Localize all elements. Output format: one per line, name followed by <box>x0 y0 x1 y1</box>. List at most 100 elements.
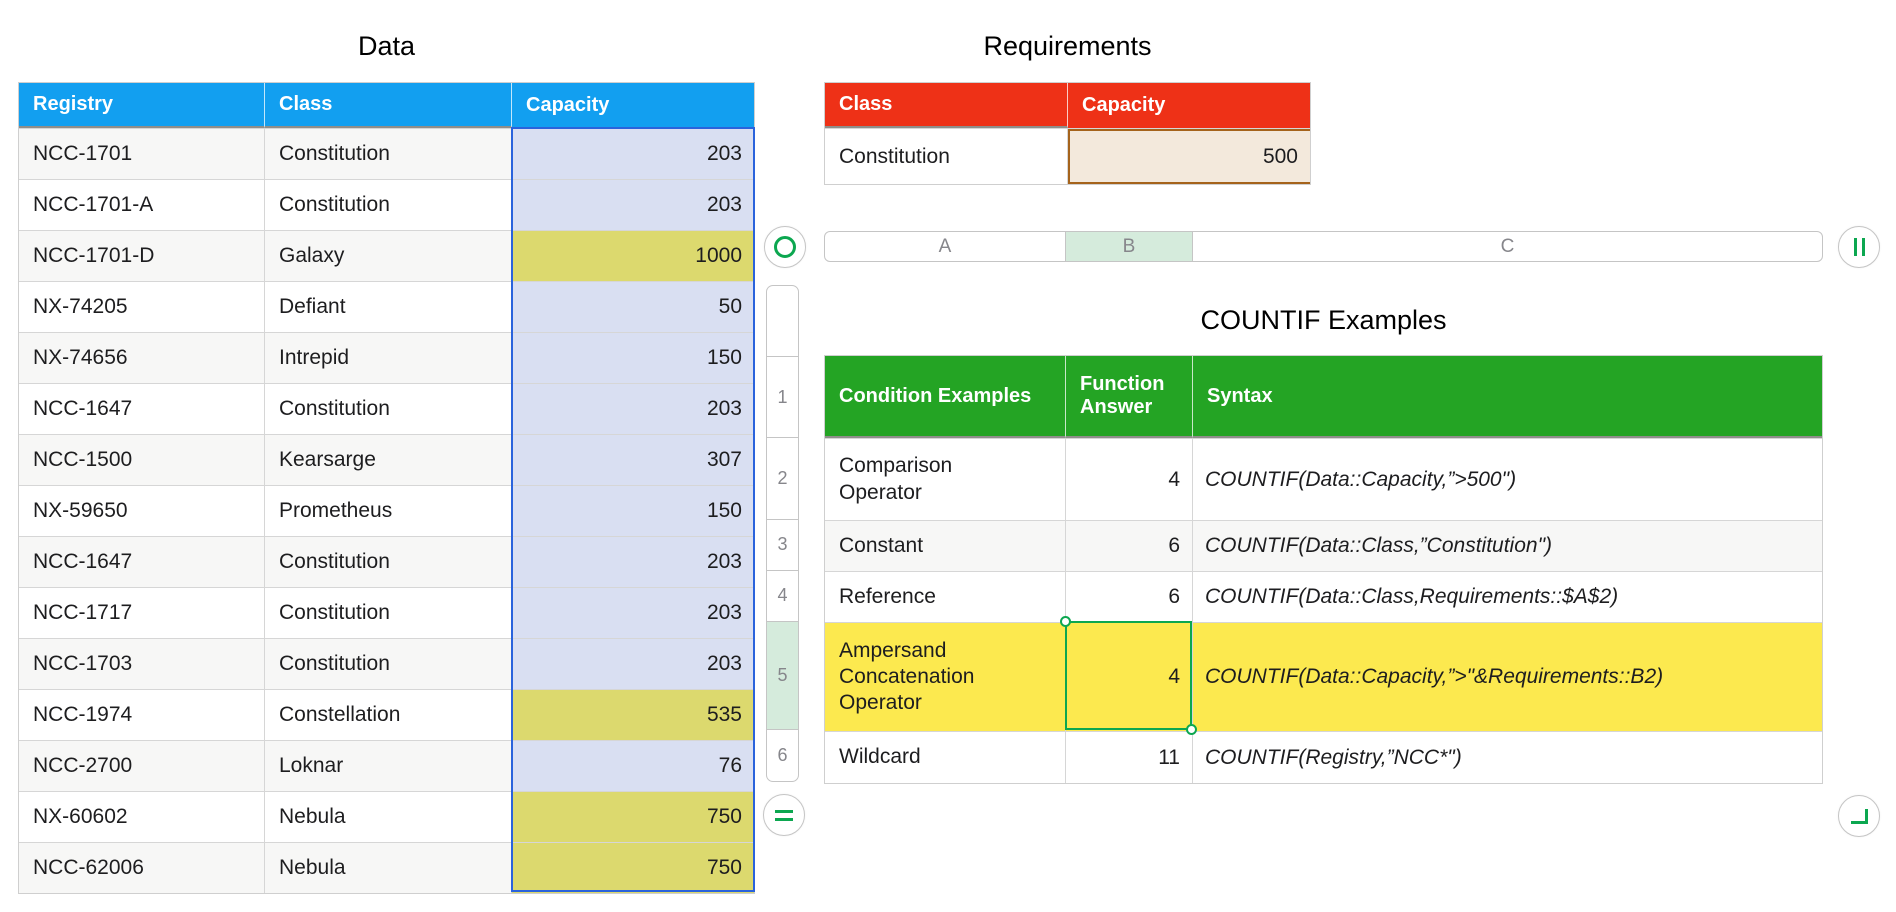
selection-handle-bottom-right[interactable] <box>1186 724 1197 735</box>
condition-cell[interactable]: Reference <box>825 572 1066 622</box>
class-cell[interactable]: Nebula <box>265 843 512 893</box>
capacity-cell[interactable]: 750 <box>512 843 754 893</box>
registry-cell[interactable]: NX-74656 <box>19 333 265 383</box>
registry-cell[interactable]: NCC-2700 <box>19 741 265 791</box>
column-header-a[interactable]: A <box>825 232 1066 261</box>
registry-cell[interactable]: NCC-1647 <box>19 537 265 587</box>
class-cell[interactable]: Loknar <box>265 741 512 791</box>
answer-cell-b5-selected[interactable]: 4 <box>1066 623 1193 731</box>
countif-row: Wildcard 11 COUNTIF(Registry,”NCC*") <box>825 731 1822 783</box>
syntax-cell[interactable]: COUNTIF(Data::Class,Requirements::$A$2) <box>1205 585 1619 608</box>
data-table-title[interactable]: Data <box>357 31 416 61</box>
header-cell-syntax[interactable]: Syntax <box>1193 356 1822 438</box>
header-cell-function-answer[interactable]: Function Answer <box>1066 356 1193 438</box>
table-row: NCC-1647 Constitution 203 <box>19 383 754 434</box>
row-header-4[interactable]: 4 <box>767 569 798 621</box>
class-cell[interactable]: Constitution <box>265 639 512 689</box>
condition-cell[interactable]: Comparison Operator <box>825 439 1066 520</box>
capacity-cell[interactable]: 307 <box>512 435 754 485</box>
capacity-cell[interactable]: 203 <box>512 180 754 230</box>
class-cell[interactable]: Constitution <box>265 180 512 230</box>
column-header-b-selected[interactable]: B <box>1066 232 1193 261</box>
countif-table-title[interactable]: COUNTIF Examples <box>1200 305 1447 335</box>
req-header-cell-capacity[interactable]: Capacity <box>1082 94 1166 116</box>
row-header-3[interactable]: 3 <box>767 519 798 570</box>
header-cell-condition-examples[interactable]: Condition Examples <box>825 356 1066 438</box>
row-header-1[interactable]: 1 <box>767 355 798 438</box>
answer-cell[interactable]: 6 <box>1066 521 1193 571</box>
table-row: NCC-1701 Constitution 203 <box>19 128 754 179</box>
registry-cell[interactable]: NCC-1647 <box>19 384 265 434</box>
table-handle-button[interactable] <box>764 226 806 268</box>
class-cell[interactable]: Kearsarge <box>265 435 512 485</box>
class-cell[interactable]: Galaxy <box>265 231 512 281</box>
condition-cell[interactable]: Ampersand Concatenation Operator <box>825 623 1066 731</box>
registry-cell[interactable]: NCC-1717 <box>19 588 265 638</box>
condition-cell[interactable]: Constant <box>825 521 1066 571</box>
answer-cell[interactable]: 11 <box>1066 732 1193 783</box>
condition-cell[interactable]: Wildcard <box>825 732 1066 783</box>
capacity-cell[interactable]: 203 <box>512 537 754 587</box>
registry-cell[interactable]: NCC-1701-D <box>19 231 265 281</box>
registry-cell[interactable]: NX-60602 <box>19 792 265 842</box>
capacity-cell[interactable]: 76 <box>512 741 754 791</box>
registry-cell[interactable]: NX-59650 <box>19 486 265 536</box>
capacity-cell[interactable]: 203 <box>512 129 754 179</box>
syntax-cell[interactable]: COUNTIF(Registry,”NCC*") <box>1205 745 1462 769</box>
registry-cell[interactable]: NCC-1974 <box>19 690 265 740</box>
class-cell[interactable]: Constitution <box>265 384 512 434</box>
capacity-cell[interactable]: 150 <box>512 333 754 383</box>
capacity-cell[interactable]: 203 <box>512 639 754 689</box>
syntax-cell[interactable]: COUNTIF(Data::Capacity,”>"&Requirements:… <box>1205 665 1664 688</box>
class-cell[interactable]: Constitution <box>265 129 512 179</box>
registry-cell[interactable]: NCC-1701 <box>19 129 265 179</box>
class-cell[interactable]: Constitution <box>265 588 512 638</box>
req-capacity-cell-b2-reference[interactable]: 500 <box>1068 129 1310 184</box>
header-cell-registry[interactable]: Registry <box>19 83 265 128</box>
row-header-5-selected[interactable]: 5 <box>767 620 798 730</box>
resize-table-button[interactable] <box>1838 795 1880 837</box>
answer-cell[interactable]: 6 <box>1066 572 1193 622</box>
table-row: NCC-1647 Constitution 203 <box>19 536 754 587</box>
class-cell[interactable]: Constellation <box>265 690 512 740</box>
column-header-c[interactable]: C <box>1500 235 1515 257</box>
syntax-cell[interactable]: COUNTIF(Data::Capacity,”>500") <box>1205 467 1517 491</box>
row-header-6[interactable]: 6 <box>767 729 798 781</box>
resize-corner-icon <box>1850 808 1868 824</box>
selection-handle-top-left[interactable] <box>1060 616 1071 627</box>
header-cell-class[interactable]: Class <box>265 83 512 128</box>
capacity-cell[interactable]: 203 <box>512 588 754 638</box>
capacity-cell[interactable]: 750 <box>512 792 754 842</box>
capacity-cell[interactable]: 203 <box>512 384 754 434</box>
syntax-cell[interactable]: COUNTIF(Data::Class,”Constitution") <box>1205 534 1553 557</box>
registry-cell[interactable]: NCC-1500 <box>19 435 265 485</box>
registry-cell[interactable]: NCC-1703 <box>19 639 265 689</box>
answer-cell[interactable]: 4 <box>1066 439 1193 520</box>
table-handle-icon <box>774 236 796 258</box>
capacity-cell[interactable]: 535 <box>512 690 754 740</box>
req-header-cell-class[interactable]: Class <box>825 83 1068 128</box>
data-table-header-row: Registry Class Capacity <box>19 83 754 128</box>
countif-header-row: Condition Examples Function Answer Synta… <box>825 356 1822 438</box>
class-cell[interactable]: Constitution <box>265 537 512 587</box>
requirements-table-title[interactable]: Requirements <box>983 31 1152 61</box>
add-columns-button[interactable] <box>1838 226 1880 268</box>
registry-cell[interactable]: NCC-1701-A <box>19 180 265 230</box>
class-cell[interactable]: Defiant <box>265 282 512 332</box>
capacity-cell[interactable]: 1000 <box>512 231 754 281</box>
req-class-cell[interactable]: Constitution <box>825 129 1068 184</box>
class-cell[interactable]: Prometheus <box>265 486 512 536</box>
class-cell[interactable]: Intrepid <box>265 333 512 383</box>
registry-cell[interactable]: NCC-62006 <box>19 843 265 893</box>
add-rows-button[interactable] <box>763 794 805 836</box>
row-header-title-spacer[interactable] <box>767 286 798 356</box>
capacity-cell[interactable]: 50 <box>512 282 754 332</box>
requirements-table: Class Capacity Constitution 500 <box>824 82 1311 185</box>
registry-cell[interactable]: NX-74205 <box>19 282 265 332</box>
header-cell-capacity[interactable]: Capacity <box>526 94 610 116</box>
row-header-2[interactable]: 2 <box>767 437 798 519</box>
cell-selection-b5 <box>1060 616 1197 735</box>
capacity-cell[interactable]: 150 <box>512 486 754 536</box>
class-cell[interactable]: Nebula <box>265 792 512 842</box>
